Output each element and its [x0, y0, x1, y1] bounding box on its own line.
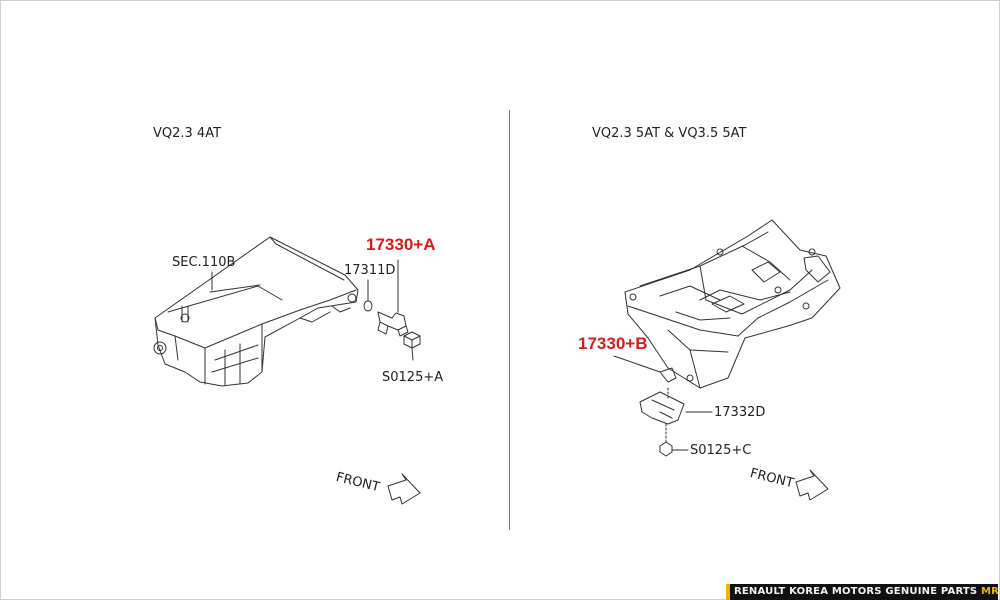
label-17332d: 17332D [714, 405, 766, 420]
panel-divider [509, 110, 510, 530]
left-sensor-drawing [377, 259, 409, 337]
brand-banner: RENAULT KOREA MOTORS GENUINE PARTS MRSZO… [726, 584, 1000, 600]
label-part-17330-b: 17330+B [578, 334, 648, 353]
right-bracket-drawing [639, 387, 713, 425]
label-s0125-a: S0125+A [382, 370, 444, 385]
right-bolt-drawing [659, 423, 689, 457]
left-oil-pan-drawing [153, 236, 359, 387]
label-17311d: 17311D [344, 263, 396, 278]
right-panel-title: VQ2.3 5AT & VQ3.5 5AT [592, 126, 747, 141]
left-bolt-drawing [403, 331, 421, 361]
label-part-17330-a: 17330+A [366, 235, 436, 254]
right-oil-pan-drawing [613, 219, 841, 389]
left-washer-drawing [363, 279, 373, 312]
label-s0125-c: S0125+C [690, 443, 752, 458]
right-front-arrow [795, 469, 829, 501]
left-panel-title: VQ2.3 4AT [153, 126, 222, 141]
banner-accent-strip [726, 584, 730, 600]
left-front-arrow [387, 473, 421, 505]
banner-zone-text: MRSZONE [981, 586, 1000, 597]
banner-main-text: RENAULT KOREA MOTORS GENUINE PARTS [734, 586, 982, 597]
label-sec-110b: SEC.110B [172, 255, 236, 270]
